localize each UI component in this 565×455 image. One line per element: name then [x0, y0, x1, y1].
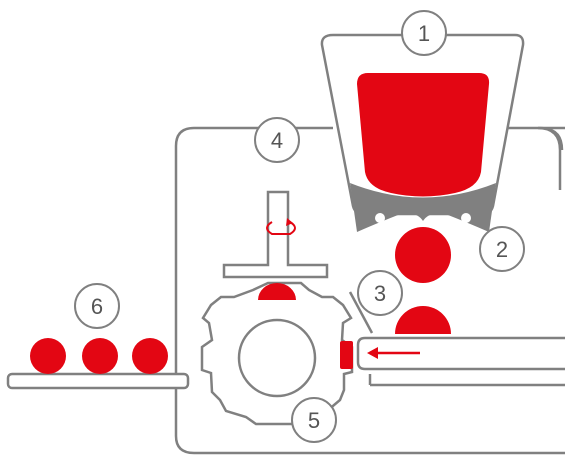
label-6: 6 [74, 283, 120, 329]
housing-right-edge [492, 126, 564, 151]
output-conveyor [6, 372, 190, 390]
svg-text:4: 4 [271, 128, 283, 153]
svg-text:1: 1 [418, 21, 430, 46]
ball-in-pocket [258, 283, 296, 300]
label-4: 4 [254, 117, 300, 163]
left-arrow-icon [367, 347, 420, 359]
label-5: 5 [291, 397, 337, 443]
output-ball-2 [82, 338, 118, 374]
svg-text:5: 5 [308, 408, 320, 433]
label-2: 2 [479, 226, 525, 272]
falling-ball-bottom [395, 306, 451, 334]
output-ball-3 [132, 338, 168, 374]
tablet-in-pocket [340, 341, 353, 369]
roller-pin-left [375, 213, 385, 223]
svg-text:3: 3 [374, 281, 386, 306]
output-ball-1 [30, 338, 66, 374]
roller-pin-right [461, 213, 471, 223]
label-3: 3 [357, 270, 403, 316]
star-wheel [200, 281, 354, 426]
rotation-arrow-icon [266, 218, 296, 235]
hopper-material [357, 73, 490, 197]
label-1: 1 [401, 10, 447, 56]
falling-ball-top [395, 227, 451, 283]
dosing-rollers [350, 183, 496, 232]
pusher-channel [356, 336, 565, 371]
wheel-hub [237, 318, 317, 398]
guide-plate [348, 291, 374, 334]
svg-text:2: 2 [496, 237, 508, 262]
svg-text:6: 6 [91, 294, 103, 319]
